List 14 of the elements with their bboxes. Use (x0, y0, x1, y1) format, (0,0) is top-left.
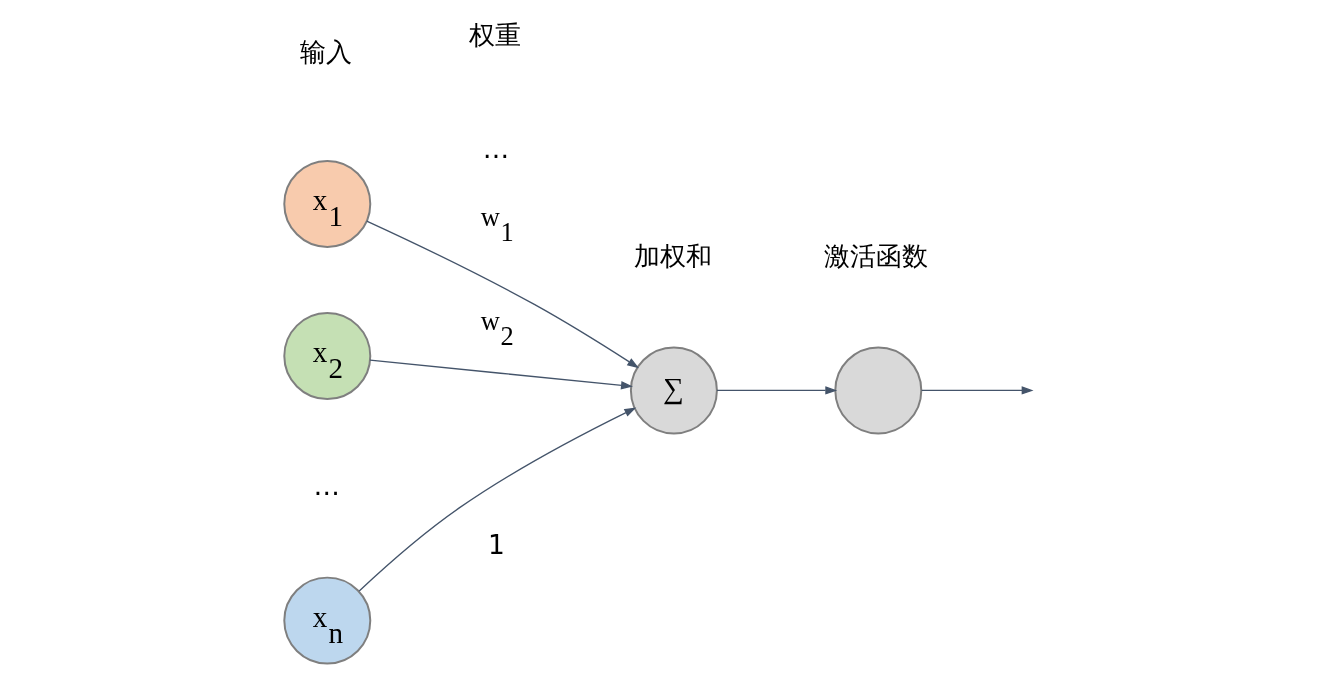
label: 权重 (469, 18, 522, 50)
arrow (358, 407, 637, 592)
arrow (369, 359, 633, 390)
label: 输入 (300, 36, 353, 68)
arrow (920, 386, 1034, 395)
node-label: 激活函数 (824, 239, 929, 271)
label: 1 (488, 529, 505, 561)
node-label: 加权和 (633, 239, 712, 271)
arrow (716, 386, 838, 395)
label: … (313, 469, 340, 501)
label: … (482, 132, 510, 164)
node-circle: ∑ (629, 346, 718, 435)
arrow (366, 220, 640, 369)
node-circle (834, 346, 923, 435)
